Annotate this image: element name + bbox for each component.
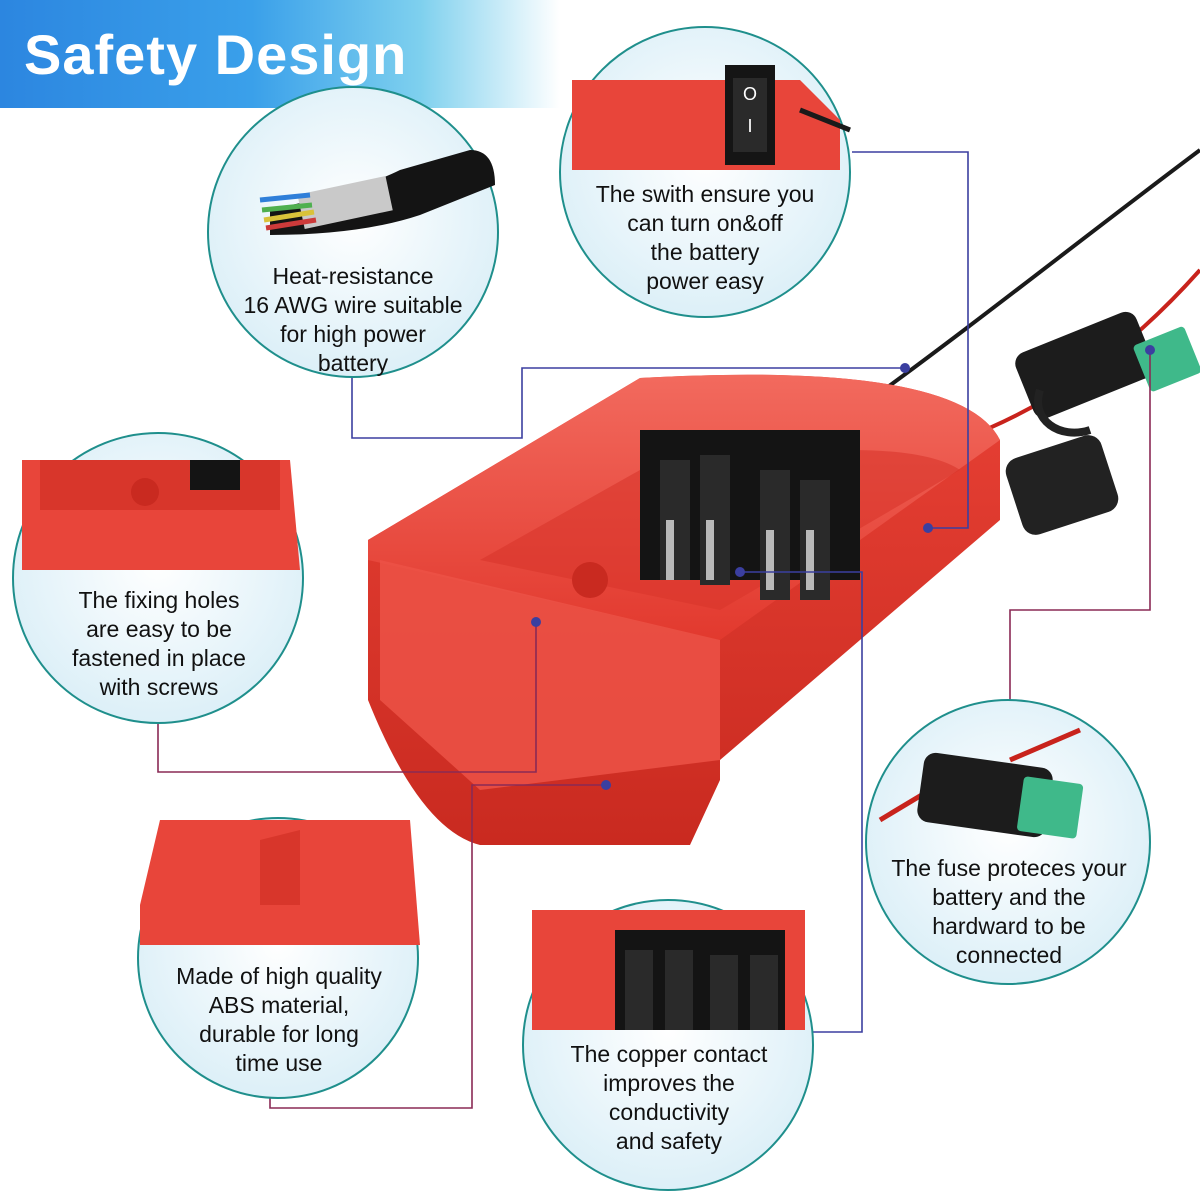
material-feature-text: Made of high quality ABS material, durab… <box>176 963 382 1076</box>
feature-circle-material <box>137 817 420 1099</box>
switch-feature-text: The swith ensure you can turn on&off the… <box>595 181 815 294</box>
feature-circle-wire <box>207 86 499 378</box>
switch-on-mark: I <box>747 116 752 136</box>
wire-feature-text: Heat-resistance 16 AWG wire suitable for… <box>243 263 463 376</box>
fuse-feature-text: The fuse proteces your battery and the h… <box>891 855 1127 968</box>
contact-feature-text: The copper contact improves the conducti… <box>570 1041 768 1154</box>
callout-leaders <box>157 151 1151 1109</box>
holes-feature-text: The fixing holes are easy to be fastened… <box>72 587 246 700</box>
feature-circle-fuse <box>865 699 1151 985</box>
feature-circle-contact <box>522 899 814 1191</box>
copper-contact-block <box>640 430 860 600</box>
page-title: Safety Design <box>24 23 408 86</box>
feature-circle-holes <box>12 432 304 724</box>
switch-off-mark: O <box>743 84 757 104</box>
title-banner: Safety Design <box>0 0 560 108</box>
fuse-holder <box>1005 311 1200 535</box>
callout-dots <box>531 345 1155 790</box>
feature-circle-switch <box>559 26 851 318</box>
battery-adapter <box>368 374 1000 845</box>
